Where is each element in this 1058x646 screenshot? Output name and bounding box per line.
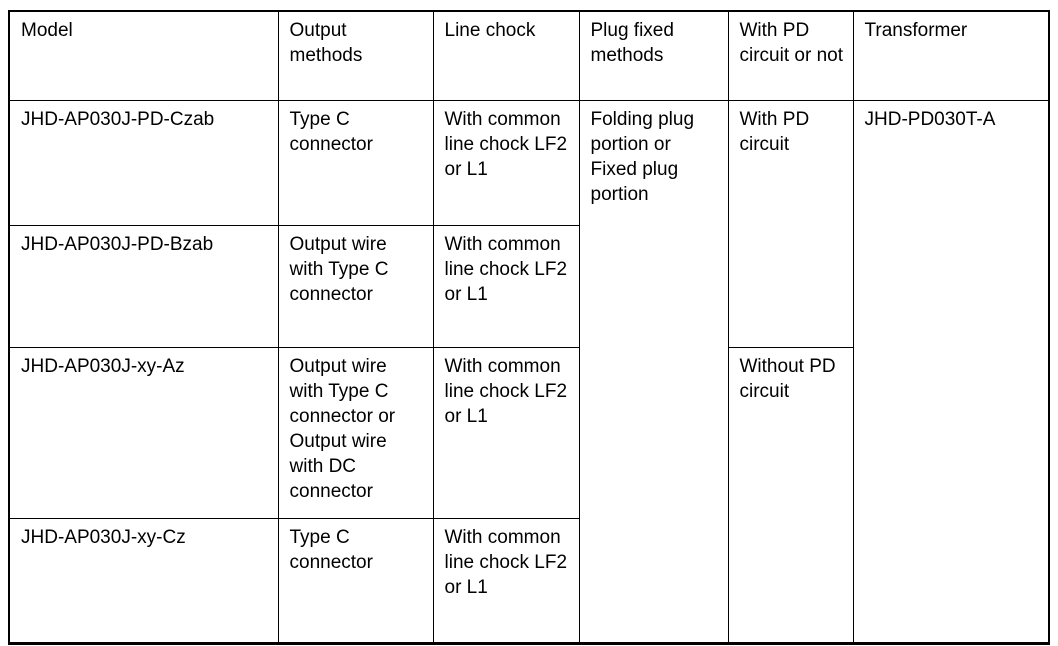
spec-table-container: Model Output methods Line chock Plug fix… xyxy=(8,10,1050,645)
cell-model-value: JHD-AP030J-PD-Czab xyxy=(21,109,215,130)
column-header-pd-circuit: With PD circuit or not xyxy=(727,10,854,101)
cell-line-chock: With common line chock LF2 or L1 xyxy=(432,100,580,226)
table-row: JHD-AP030J-xy-Cz Type C connector With c… xyxy=(8,518,1049,644)
cell-line-chock-value: With common line chock LF2 or L1 xyxy=(444,109,568,180)
cell-model: JHD-AP030J-PD-Bzab xyxy=(8,225,279,348)
cell-model-value: JHD-AP030J-xy-Cz xyxy=(21,527,186,548)
cell-output-methods: Output wire with Type C connector xyxy=(277,225,434,348)
cell-output-methods-value: Type C connector xyxy=(289,109,373,155)
cell-line-chock: With common line chock LF2 or L1 xyxy=(432,347,580,519)
cell-pd-circuit-with-value: With PD circuit xyxy=(739,109,810,155)
cell-output-methods-value: Output wire with Type C connector or Out… xyxy=(289,356,396,502)
column-header-plug-fixed-methods: Plug fixed methods xyxy=(578,10,729,101)
cell-transformer-value: JHD-PD030T-A xyxy=(864,109,996,130)
cell-model-value: JHD-AP030J-xy-Az xyxy=(21,356,185,377)
cell-line-chock-value: With common line chock LF2 or L1 xyxy=(444,356,568,427)
cell-transformer-merged: JHD-PD030T-A xyxy=(852,100,1050,644)
cell-line-chock-value: With common line chock LF2 or L1 xyxy=(444,527,568,598)
cell-plug-fixed-methods-value: Folding plug portion or Fixed plug porti… xyxy=(590,109,695,205)
table-header-row: Model Output methods Line chock Plug fix… xyxy=(8,10,1050,101)
column-header-output-methods: Output methods xyxy=(277,10,434,101)
product-spec-table: Model Output methods Line chock Plug fix… xyxy=(8,10,1050,645)
column-header-line-chock-label: Line chock xyxy=(444,20,536,41)
cell-model: JHD-AP030J-PD-Czab xyxy=(8,100,279,226)
cell-output-methods-value: Type C connector xyxy=(289,527,373,573)
table-row: JHD-AP030J-xy-Az Output wire with Type C… xyxy=(8,347,1049,644)
column-header-model-label: Model xyxy=(21,20,73,41)
cell-pd-circuit-with: With PD circuit xyxy=(727,100,854,348)
cell-output-methods: Output wire with Type C connector or Out… xyxy=(277,347,434,519)
cell-line-chock-value: With common line chock LF2 or L1 xyxy=(444,234,568,305)
cell-pd-circuit-without-value: Without PD circuit xyxy=(739,356,836,402)
cell-model: JHD-AP030J-xy-Cz xyxy=(8,518,279,644)
table-row: JHD-AP030J-PD-Czab Type C connector With… xyxy=(8,100,1050,644)
column-header-plug-fixed-methods-label: Plug fixed methods xyxy=(590,20,674,66)
cell-plug-fixed-methods-merged: Folding plug portion or Fixed plug porti… xyxy=(578,100,729,644)
cell-output-methods-value: Output wire with Type C connector xyxy=(289,234,389,305)
column-header-transformer-label: Transformer xyxy=(864,20,968,41)
column-header-line-chock: Line chock xyxy=(432,10,580,101)
cell-model-value: JHD-AP030J-PD-Bzab xyxy=(21,234,214,255)
column-header-model: Model xyxy=(8,10,279,101)
table-row: JHD-AP030J-PD-Bzab Output wire with Type… xyxy=(8,225,1049,348)
column-header-pd-circuit-label: With PD circuit or not xyxy=(739,20,843,66)
cell-output-methods: Type C connector xyxy=(277,518,434,644)
cell-line-chock: With common line chock LF2 or L1 xyxy=(432,518,580,644)
cell-output-methods: Type C connector xyxy=(277,100,434,226)
cell-line-chock: With common line chock LF2 or L1 xyxy=(432,225,580,348)
cell-model: JHD-AP030J-xy-Az xyxy=(8,347,279,519)
column-header-output-methods-label: Output methods xyxy=(289,20,363,66)
column-header-transformer: Transformer xyxy=(852,10,1050,101)
cell-pd-circuit-without: Without PD circuit xyxy=(727,347,854,644)
